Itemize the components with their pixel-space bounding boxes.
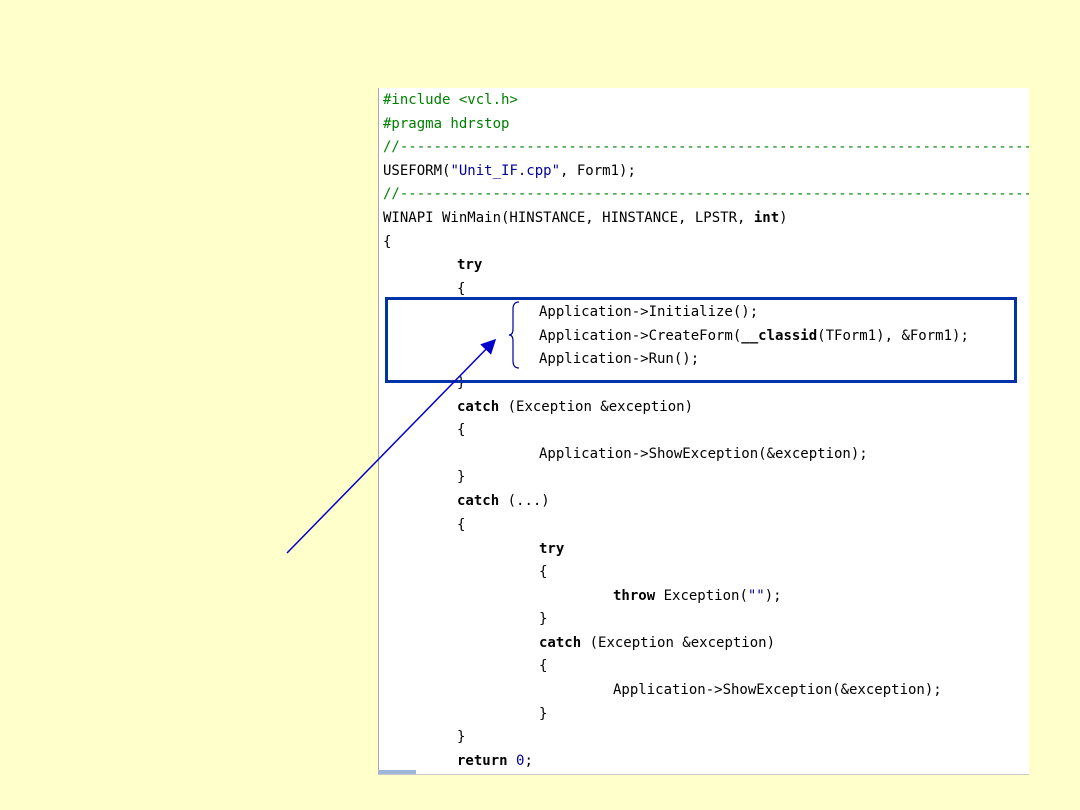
winmain-int-keyword: int [753, 210, 780, 226]
createform-prefix: Application->CreateForm( [539, 328, 742, 344]
inner-catch-args: (Exception &exception) [581, 635, 776, 651]
throw-call-prefix: Exception( [655, 588, 748, 604]
catch2-keyword: catch [457, 493, 500, 509]
useform-string: "Unit_IF.cpp" [450, 163, 561, 179]
code-line-inner-catch: catch (Exception &exception) [539, 633, 775, 653]
useform-prefix: USEFORM( [383, 163, 451, 179]
code-line-inner-catch-close: } [539, 706, 548, 722]
createform-suffix: (TForm1), &Form1); [817, 328, 969, 344]
code-line-outer-open-brace: { [383, 234, 392, 250]
code-line-catch-2-open: { [457, 517, 466, 533]
createform-classid-keyword: __classid [741, 328, 818, 344]
throw-string: "" [747, 588, 765, 604]
code-line-useform: USEFORM("Unit_IF.cpp", Form1); [383, 161, 636, 181]
code-line-initialize: Application->Initialize(); [539, 304, 759, 320]
code-line-run: Application->Run(); [539, 351, 700, 367]
return-value: 0 [516, 753, 525, 769]
code-line-separator-1: //--------------------------------------… [383, 139, 1029, 155]
throw-keyword: throw [613, 588, 656, 604]
catch2-args: (...) [499, 493, 550, 509]
include-directive: #include [383, 92, 451, 108]
code-line-show-exception-1: Application->ShowException(&exception); [539, 446, 868, 462]
curly-brace-icon [509, 301, 520, 369]
code-line-inner-try: try [539, 541, 565, 557]
throw-call-suffix: ); [764, 588, 782, 604]
inner-catch-keyword: catch [539, 635, 582, 651]
scrollbar-edge [378, 770, 416, 774]
winmain-prefix: WINAPI WinMain(HINSTANCE, HINSTANCE, LPS… [383, 210, 754, 226]
code-line-catch-1-close: } [457, 469, 466, 485]
code-line-try-close: } [457, 375, 466, 391]
code-line-catch-1-open: { [457, 422, 466, 438]
code-line-inner-catch-open: { [539, 658, 548, 674]
code-line-catch-2-close: } [457, 729, 466, 745]
code-line-createform: Application->CreateForm(__classid(TForm1… [539, 326, 969, 346]
return-semicolon: ; [524, 753, 533, 769]
catch1-args: (Exception &exception) [499, 399, 694, 415]
include-target: <vcl.h> [450, 92, 518, 108]
code-line-return: return 0; [457, 751, 533, 771]
code-line-inner-try-open: { [539, 564, 548, 580]
code-line-inner-try-close: } [539, 611, 548, 627]
code-line-catch-2: catch (...) [457, 491, 550, 511]
useform-suffix: , Form1); [560, 163, 636, 179]
code-line-pragma: #pragma hdrstop [383, 116, 510, 132]
code-line-show-exception-2: Application->ShowException(&exception); [613, 682, 942, 698]
return-keyword: return [457, 753, 508, 769]
code-line-include: #include <vcl.h> [383, 90, 518, 110]
code-panel: #include <vcl.h> #pragma hdrstop //-----… [378, 88, 1029, 775]
code-line-throw: throw Exception(""); [613, 586, 782, 606]
code-line-separator-2: //--------------------------------------… [383, 186, 1029, 202]
code-line-winmain: WINAPI WinMain(HINSTANCE, HINSTANCE, LPS… [383, 208, 788, 228]
code-line-catch-1: catch (Exception &exception) [457, 397, 693, 417]
code-line-try-open: { [457, 281, 466, 297]
winmain-suffix: ) [779, 210, 788, 226]
code-line-try: try [457, 257, 483, 273]
catch1-keyword: catch [457, 399, 500, 415]
